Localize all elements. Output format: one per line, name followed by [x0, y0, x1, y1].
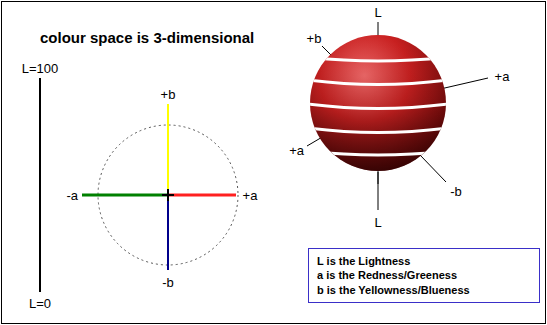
- sphere-axis-label: +b: [307, 32, 322, 45]
- red-axis: [168, 194, 236, 197]
- colour-sphere: [300, 35, 456, 171]
- key-box: L is the Lightnessa is the Redness/Green…: [308, 248, 540, 303]
- sphere-body: [310, 35, 446, 171]
- sphere-band: [300, 150, 456, 155]
- yellow-axis: [167, 104, 169, 195]
- sphere-axis-label: +a: [289, 144, 304, 157]
- sphere-band: [300, 127, 456, 133]
- axis-end-label: +b: [161, 88, 176, 101]
- sphere-l-axis: [378, 172, 379, 210]
- axis-end-label: -b: [162, 276, 174, 289]
- sphere-axis-label: +a: [495, 70, 510, 83]
- axis-end-label: +a: [243, 189, 258, 202]
- key-line: b is the Yellowness/Blueness: [317, 283, 470, 297]
- green-axis: [82, 194, 168, 197]
- sphere-axis-label: -b: [450, 185, 462, 198]
- sphere-axis-label: L: [374, 216, 381, 229]
- lightness-axis: [39, 78, 41, 292]
- blue-axis: [167, 195, 169, 270]
- sphere-shade: [310, 35, 446, 171]
- key-line: a is the Redness/Greeness: [317, 268, 457, 282]
- diagram-title: colour space is 3-dimensional: [40, 29, 254, 46]
- key-line: L is the Lightness: [317, 254, 410, 268]
- sphere-axis-label: L: [374, 6, 381, 19]
- sphere-band: [300, 56, 456, 61]
- sphere-bands: [300, 56, 456, 155]
- sphere-band: [300, 103, 456, 109]
- sphere-b-axis: [420, 155, 446, 182]
- axis-end-label: L=100: [22, 62, 59, 75]
- axis-end-label: -a: [66, 189, 78, 202]
- axis-end-label: L=0: [29, 297, 51, 310]
- sphere-band: [300, 79, 456, 85]
- centre-cross: [167, 189, 169, 201]
